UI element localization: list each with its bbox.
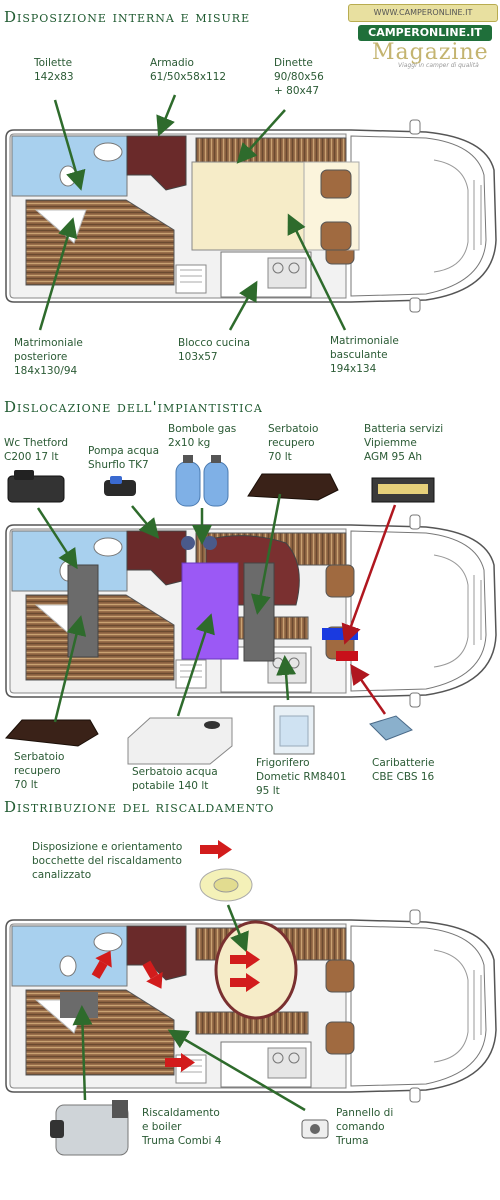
charger-icon bbox=[369, 715, 413, 741]
site-url-logo: WWW.CAMPERONLINE.IT bbox=[348, 4, 498, 22]
fridge-icon bbox=[273, 705, 315, 755]
fresh-water-tank bbox=[181, 562, 239, 660]
label-pump: Pompa acqua Shurflo TK7 bbox=[88, 445, 160, 471]
truma-heater-icon bbox=[50, 1100, 129, 1156]
label-battery: Batteria servizi Vipiemme AGM 95 Ah bbox=[364, 423, 444, 463]
label-fresh-tank: Serbatoio acqua potabile 140 lt bbox=[132, 766, 218, 792]
heater-unit bbox=[60, 992, 98, 1018]
label-wardrobe: Armadio 61/50x58x112 bbox=[150, 57, 227, 83]
magazine-logo: Magazine bbox=[372, 40, 489, 65]
truma-panel-icon bbox=[301, 1119, 329, 1139]
label-wc: Wc Thetford C200 17 lt bbox=[4, 437, 69, 463]
vent-arrow-legend bbox=[200, 840, 232, 859]
label-toilet: Toilette 142x83 bbox=[34, 57, 74, 83]
drop-bed bbox=[191, 161, 305, 251]
battery-icon bbox=[371, 477, 435, 503]
label-rear-bed: Matrimoniale posteriore 184x130/94 bbox=[14, 337, 83, 377]
label-grey-tank-top: Serbatoio recupero 70 lt bbox=[268, 423, 319, 463]
heating-floorplan bbox=[5, 909, 497, 1103]
magazine-tagline: Viaggi in camper di qualità bbox=[398, 62, 479, 69]
camperonline-logo: CAMPERONLINE.IT bbox=[358, 25, 492, 41]
battery-marker bbox=[322, 628, 358, 640]
label-panel: Pannello di comando Truma bbox=[336, 1107, 394, 1147]
layout-section-title: Disposizione interna e misure bbox=[4, 8, 251, 26]
wc-cassette-icon bbox=[7, 470, 65, 503]
water-pump-icon bbox=[104, 476, 136, 496]
systems-section-title: Dislocazione dell'impiantistica bbox=[4, 398, 263, 416]
grey-tank-bottom-icon bbox=[4, 719, 99, 747]
label-grey-tank-bottom: Serbatoio recupero 70 lt bbox=[14, 751, 65, 791]
label-dinette: Dinette 90/80x56 + 80x47 bbox=[274, 57, 324, 97]
vent-icon bbox=[199, 868, 253, 902]
label-fridge: Frigorifero Dometic RM8401 95 lt bbox=[256, 757, 347, 797]
grey-tank-rear bbox=[67, 564, 99, 658]
gas-bottles-icon bbox=[175, 455, 229, 507]
heating-section-title: Distribuzione del riscaldamento bbox=[4, 798, 275, 816]
label-gas: Bombole gas 2x10 kg bbox=[168, 423, 237, 449]
layout-floorplan bbox=[5, 119, 497, 313]
label-charger: Caribatterie CBE CBS 16 bbox=[372, 757, 435, 783]
label-drop-bed: Matrimoniale basculante 194x134 bbox=[330, 335, 399, 375]
charger-marker bbox=[336, 651, 358, 661]
grey-tank-top-icon bbox=[247, 473, 339, 501]
grey-tank-front bbox=[243, 562, 275, 662]
label-vents: Disposizione e orientamento bocchette de… bbox=[32, 841, 183, 881]
systems-floorplan bbox=[5, 514, 497, 708]
heating-vent-arrows bbox=[91, 950, 260, 1072]
label-heater: Riscaldamento e boiler Truma Combi 4 bbox=[142, 1107, 222, 1147]
fresh-tank-icon bbox=[127, 717, 233, 765]
label-kitchen: Blocco cucina 103x57 bbox=[178, 337, 251, 363]
